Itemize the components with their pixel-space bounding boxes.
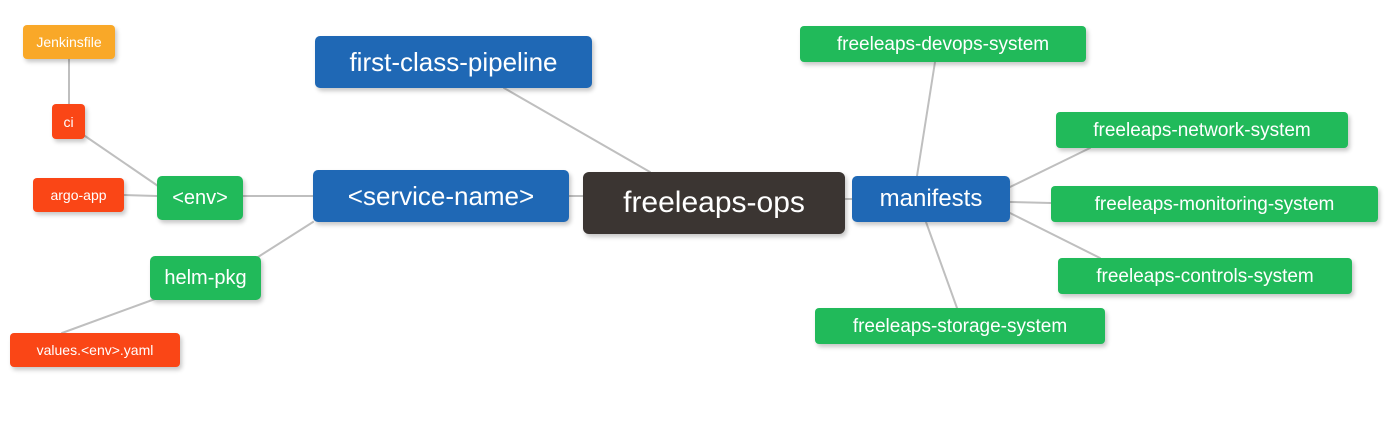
- mindmap-node-freeleaps-controls-system[interactable]: freeleaps-controls-system: [1058, 258, 1352, 294]
- mindmap-node-service-name[interactable]: <service-name>: [313, 170, 569, 222]
- mindmap-node-label-freeleaps-controls-system: freeleaps-controls-system: [1096, 265, 1314, 287]
- mindmap-node-jenkinsfile[interactable]: Jenkinsfile: [23, 25, 115, 59]
- mindmap-node-env[interactable]: <env>: [157, 176, 243, 220]
- mindmap-node-manifests[interactable]: manifests: [852, 176, 1010, 222]
- mindmap-node-label-ci: ci: [63, 113, 74, 130]
- mindmap-node-label-freeleaps-storage-system: freeleaps-storage-system: [852, 315, 1068, 337]
- mindmap-node-label-freeleaps-monitoring-system: freeleaps-monitoring-system: [1094, 193, 1335, 215]
- mindmap-node-freeleaps-devops-system[interactable]: freeleaps-devops-system: [800, 26, 1086, 62]
- edge-service-name-to-helm-pkg: [257, 221, 314, 258]
- edge-helm-pkg-to-values-env-yaml: [61, 298, 156, 334]
- mindmap-node-first-class-pipeline[interactable]: first-class-pipeline: [315, 36, 592, 88]
- edge-manifests-to-freeleaps-monitoring-system: [1009, 201, 1052, 204]
- mindmap-node-label-manifests: manifests: [879, 185, 983, 212]
- mindmap-node-label-freeleaps-ops: freeleaps-ops: [623, 186, 805, 219]
- mindmap-node-label-freeleaps-devops-system: freeleaps-devops-system: [836, 33, 1050, 55]
- mindmap-node-label-values-env-yaml: values.<env>.yaml: [36, 342, 154, 358]
- mindmap-node-ci[interactable]: ci: [52, 104, 85, 139]
- mindmap-node-freeleaps-storage-system[interactable]: freeleaps-storage-system: [815, 308, 1105, 344]
- edge-manifests-to-freeleaps-network-system: [1009, 147, 1091, 188]
- edge-manifests-to-freeleaps-storage-system: [925, 221, 958, 309]
- edge-argo-app-to-env: [123, 194, 158, 197]
- mindmap-node-freeleaps-ops[interactable]: freeleaps-ops: [583, 172, 845, 234]
- mindmap-node-label-env: <env>: [172, 187, 228, 209]
- edge-first-class-pipeline-to-freeleaps-ops: [503, 87, 651, 173]
- mindmap-node-argo-app[interactable]: argo-app: [33, 178, 124, 212]
- mindmap-node-label-first-class-pipeline: first-class-pipeline: [349, 47, 558, 77]
- mindmap-node-freeleaps-network-system[interactable]: freeleaps-network-system: [1056, 112, 1348, 148]
- mindmap-node-label-jenkinsfile: Jenkinsfile: [36, 34, 102, 50]
- mindmap-node-label-service-name: <service-name>: [347, 181, 535, 211]
- edge-manifests-to-freeleaps-devops-system: [916, 61, 936, 177]
- mindmap-node-freeleaps-monitoring-system[interactable]: freeleaps-monitoring-system: [1051, 186, 1378, 222]
- mindmap-node-helm-pkg[interactable]: helm-pkg: [150, 256, 261, 300]
- mindmap-node-label-argo-app: argo-app: [50, 187, 107, 203]
- mindmap-node-label-helm-pkg: helm-pkg: [164, 267, 247, 289]
- mindmap-node-label-freeleaps-network-system: freeleaps-network-system: [1093, 119, 1311, 141]
- mindmap-node-values-env-yaml[interactable]: values.<env>.yaml: [10, 333, 180, 367]
